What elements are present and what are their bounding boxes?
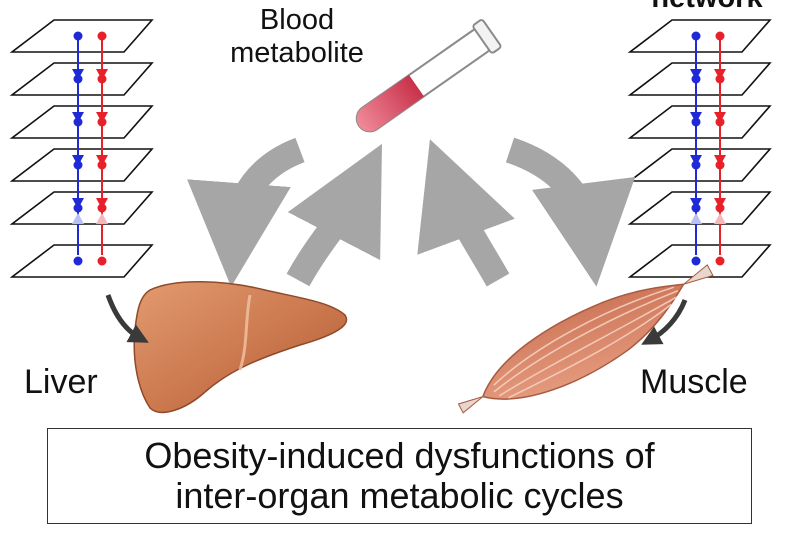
red-node (715, 256, 725, 266)
blue-node (691, 256, 701, 266)
blue-node (73, 74, 83, 84)
blue-node (691, 203, 701, 213)
blue-node (73, 31, 83, 41)
cycle-arrows (187, 137, 636, 287)
muscle-label: Muscle (640, 363, 748, 401)
blue-node (73, 117, 83, 127)
muscle-to-blood-arrow (417, 139, 515, 287)
red-node (97, 203, 107, 213)
caption-line2: inter-organ metabolic cycles (175, 475, 624, 516)
red-node (97, 117, 107, 127)
red-arrowhead (714, 213, 726, 224)
blood-to-muscle-arrow (505, 137, 636, 287)
blood-metabolite-label: Blood metabolite (222, 4, 372, 70)
blue-arrowhead (690, 213, 702, 224)
blue-node (691, 74, 701, 84)
liver-to-blood-arrow (286, 143, 383, 287)
blue-node (73, 203, 83, 213)
red-node (97, 31, 107, 41)
red-node (715, 74, 725, 84)
muscle-network-stack (627, 19, 772, 278)
blood-tube-icon (355, 19, 502, 133)
blue-node (691, 31, 701, 41)
caption-box: Obesity-induced dysfunctions of inter-or… (47, 428, 752, 524)
blood-label-line2: metabolite (230, 37, 364, 69)
muscle-icon (457, 264, 714, 414)
network-label: network (612, 0, 800, 15)
red-node (97, 256, 107, 266)
red-arrowhead (96, 213, 108, 224)
blue-node (691, 117, 701, 127)
red-node (97, 74, 107, 84)
red-node (97, 160, 107, 170)
blood-label-line1: Blood (259, 4, 335, 36)
red-node (715, 203, 725, 213)
blood-to-liver-arrow (187, 137, 305, 287)
network-to-liver-arrow (105, 294, 149, 343)
red-node (715, 31, 725, 41)
red-node (715, 160, 725, 170)
blue-node (73, 256, 83, 266)
blue-node (691, 160, 701, 170)
liver-label: Liver (24, 363, 98, 401)
caption-line1: Obesity-induced dysfunctions of (144, 435, 655, 476)
red-node (715, 117, 725, 127)
network-to-muscle-arrow (641, 299, 688, 345)
liver-network-stack (9, 19, 154, 278)
blue-node (73, 160, 83, 170)
liver-icon (133, 281, 348, 414)
blue-arrowhead (72, 213, 84, 224)
